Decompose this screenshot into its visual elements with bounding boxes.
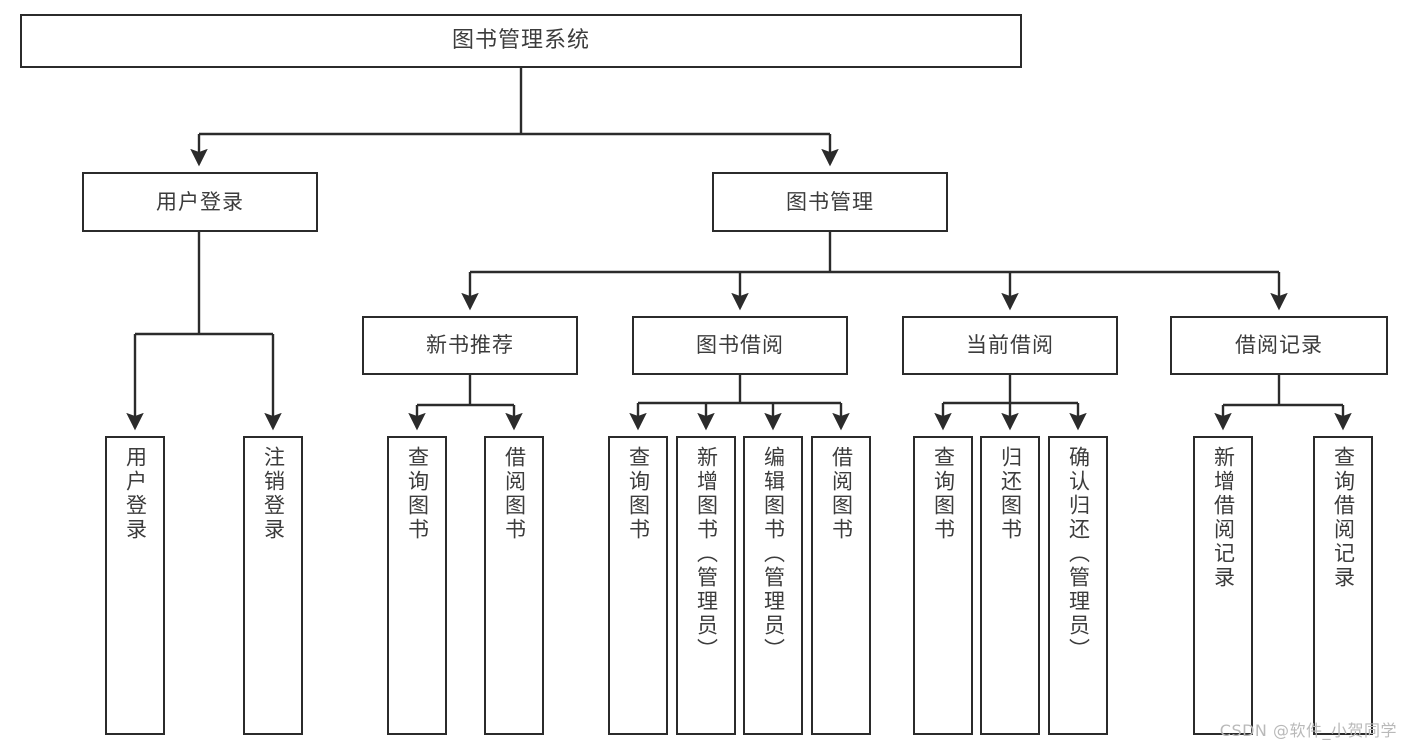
node-book-management[interactable]: 图书管理 bbox=[712, 172, 948, 232]
node-root-label: 图书管理系统 bbox=[451, 28, 590, 54]
node-current-borrow[interactable]: 当前借阅 bbox=[902, 316, 1118, 375]
node-leaf-borrow-book-2[interactable]: 借阅图书 bbox=[811, 436, 871, 735]
node-leaf-query-record[interactable]: 查询借阅记录 bbox=[1313, 436, 1373, 735]
node-leaf-user-login[interactable]: 用户登录 bbox=[105, 436, 165, 735]
node-leaf-add-record-label: 新增借阅记录 bbox=[1211, 446, 1236, 590]
node-leaf-return-book[interactable]: 归还图书 bbox=[980, 436, 1040, 735]
node-leaf-add-book[interactable]: 新增图书（管理员） bbox=[676, 436, 736, 735]
node-leaf-edit-book-label: 编辑图书（管理员） bbox=[761, 446, 786, 662]
node-leaf-logout[interactable]: 注销登录 bbox=[243, 436, 303, 735]
node-leaf-query-book-3-label: 查询图书 bbox=[931, 446, 956, 542]
node-leaf-confirm-return[interactable]: 确认归还（管理员） bbox=[1048, 436, 1108, 735]
node-leaf-logout-label: 注销登录 bbox=[261, 446, 286, 542]
node-leaf-add-book-label: 新增图书（管理员） bbox=[694, 446, 719, 662]
node-leaf-edit-book[interactable]: 编辑图书（管理员） bbox=[743, 436, 803, 735]
node-leaf-query-book-3[interactable]: 查询图书 bbox=[913, 436, 973, 735]
node-leaf-query-book-1[interactable]: 查询图书 bbox=[387, 436, 447, 735]
node-leaf-borrow-book-1-label: 借阅图书 bbox=[502, 446, 527, 542]
node-leaf-query-book-2-label: 查询图书 bbox=[626, 446, 651, 542]
node-leaf-borrow-book-1[interactable]: 借阅图书 bbox=[484, 436, 544, 735]
node-leaf-query-book-2[interactable]: 查询图书 bbox=[608, 436, 668, 735]
node-leaf-query-book-1-label: 查询图书 bbox=[405, 446, 430, 542]
node-leaf-return-book-label: 归还图书 bbox=[998, 446, 1023, 542]
node-leaf-query-record-label: 查询借阅记录 bbox=[1331, 446, 1356, 590]
node-leaf-user-login-label: 用户登录 bbox=[123, 446, 148, 542]
node-new-book-recommend-label: 新书推荐 bbox=[426, 333, 514, 358]
node-root[interactable]: 图书管理系统 bbox=[20, 14, 1022, 68]
node-leaf-confirm-return-label: 确认归还（管理员） bbox=[1066, 446, 1091, 662]
node-current-borrow-label: 当前借阅 bbox=[966, 333, 1054, 358]
node-user-login-label: 用户登录 bbox=[156, 189, 244, 214]
node-borrow-record-label: 借阅记录 bbox=[1235, 333, 1323, 358]
node-book-borrow[interactable]: 图书借阅 bbox=[632, 316, 848, 375]
node-book-borrow-label: 图书借阅 bbox=[696, 333, 784, 358]
node-book-management-label: 图书管理 bbox=[786, 189, 874, 214]
node-borrow-record[interactable]: 借阅记录 bbox=[1170, 316, 1388, 375]
node-new-book-recommend[interactable]: 新书推荐 bbox=[362, 316, 578, 375]
watermark-text: CSDN @软件_小贺同学 bbox=[1219, 721, 1397, 740]
node-leaf-add-record[interactable]: 新增借阅记录 bbox=[1193, 436, 1253, 735]
node-user-login[interactable]: 用户登录 bbox=[82, 172, 318, 232]
node-leaf-borrow-book-2-label: 借阅图书 bbox=[829, 446, 854, 542]
